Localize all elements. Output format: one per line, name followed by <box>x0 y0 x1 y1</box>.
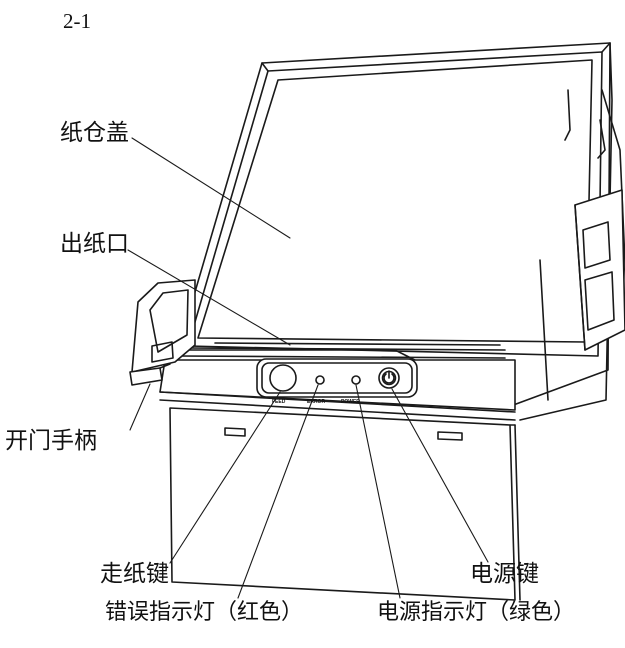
paper-outlet-slot <box>179 342 506 359</box>
leader-power-key <box>391 388 489 563</box>
door-handle <box>129 279 196 386</box>
feed-button <box>269 364 297 392</box>
label-door-handle: 开门手柄 <box>5 428 97 454</box>
feed-panel-label: FEED <box>272 399 286 405</box>
power-led <box>351 375 361 385</box>
error-led <box>315 375 325 385</box>
right-side-housing <box>519 42 625 421</box>
leader-paper-cover <box>131 137 291 239</box>
label-paper-outlet: 出纸口 <box>60 231 129 257</box>
printer-body <box>169 407 521 601</box>
figure-number: 2-1 <box>63 9 91 33</box>
label-feed-key: 走纸键 <box>100 561 169 587</box>
leader-power-led <box>355 384 401 599</box>
leader-error-led <box>237 384 319 599</box>
leader-paper-outlet <box>127 249 291 346</box>
label-power-key: 电源键 <box>470 561 539 587</box>
leader-door-handle <box>129 383 151 431</box>
leader-lines <box>127 137 489 599</box>
control-panel <box>256 358 418 398</box>
leader-feed-key <box>169 391 281 564</box>
label-error-led: 错误指示灯（红色） <box>105 600 304 625</box>
power-panel-label: POWER <box>341 399 360 405</box>
label-power-led: 电源指示灯（绿色） <box>377 600 576 625</box>
error-panel-label: ERROR <box>307 399 325 405</box>
label-paper-cover: 纸仓盖 <box>60 120 129 146</box>
